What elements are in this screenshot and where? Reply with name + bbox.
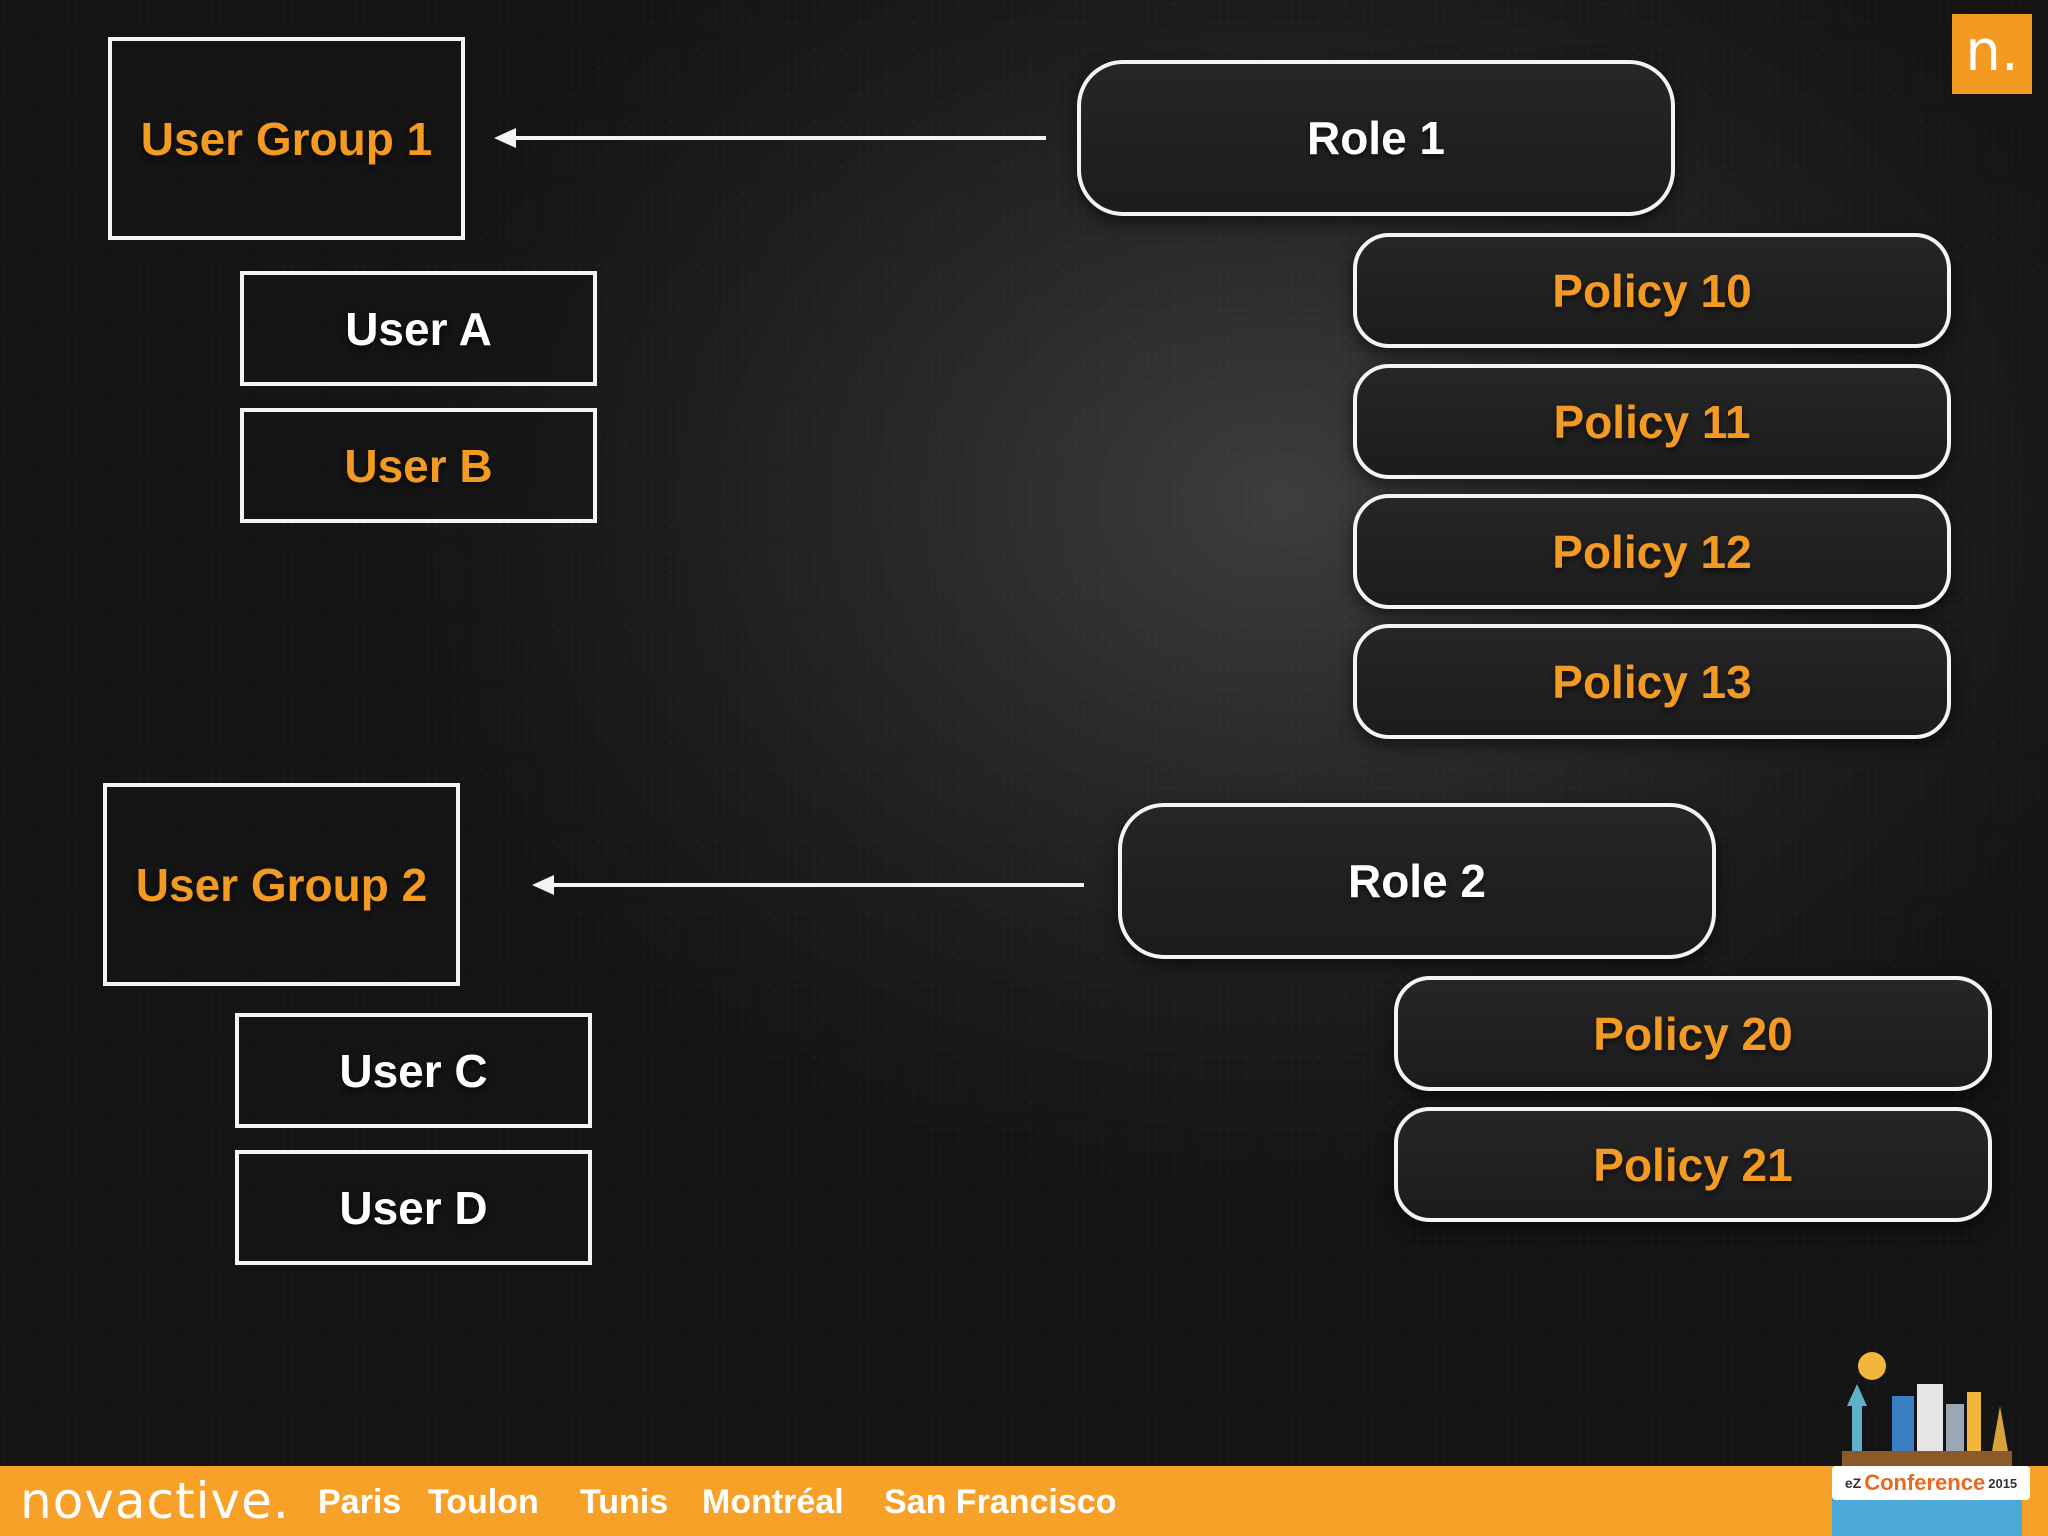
city-toulon: Toulon <box>428 1483 539 1521</box>
user-group-1: User Group 1 <box>108 37 465 240</box>
policy-10: Policy 10 <box>1353 233 1951 348</box>
arrowhead-group-2 <box>532 875 554 895</box>
city-san-francisco: San Francisco <box>884 1483 1117 1521</box>
policy-11: Policy 11 <box>1353 364 1951 479</box>
role-1: Role 1 <box>1077 60 1675 216</box>
city-tunis: Tunis <box>580 1483 669 1521</box>
user-d: User D <box>235 1150 592 1265</box>
conference-label: eZ Conference 2015 <box>1832 1466 2030 1500</box>
city-paris: Paris <box>318 1483 402 1521</box>
user-b: User B <box>240 408 597 523</box>
policy-13: Policy 13 <box>1353 624 1951 739</box>
conference-skyline-icon <box>1832 1352 2022 1536</box>
conference-name: Conference <box>1864 1470 1986 1495</box>
user-c: User C <box>235 1013 592 1128</box>
brand-name: novactive. <box>20 1472 290 1530</box>
user-group-2: User Group 2 <box>103 783 460 986</box>
novactive-logo: n. <box>1952 14 2032 94</box>
footer-bar <box>0 1466 2048 1536</box>
city-montreal: Montréal <box>702 1483 844 1521</box>
policy-12: Policy 12 <box>1353 494 1951 609</box>
policy-20: Policy 20 <box>1394 976 1992 1091</box>
user-a: User A <box>240 271 597 386</box>
policy-21: Policy 21 <box>1394 1107 1992 1222</box>
conference-year: 2015 <box>1988 1475 2018 1491</box>
arrowhead-group-1 <box>494 128 516 148</box>
conference-prefix: eZ <box>1844 1475 1862 1491</box>
role-2: Role 2 <box>1118 803 1716 959</box>
